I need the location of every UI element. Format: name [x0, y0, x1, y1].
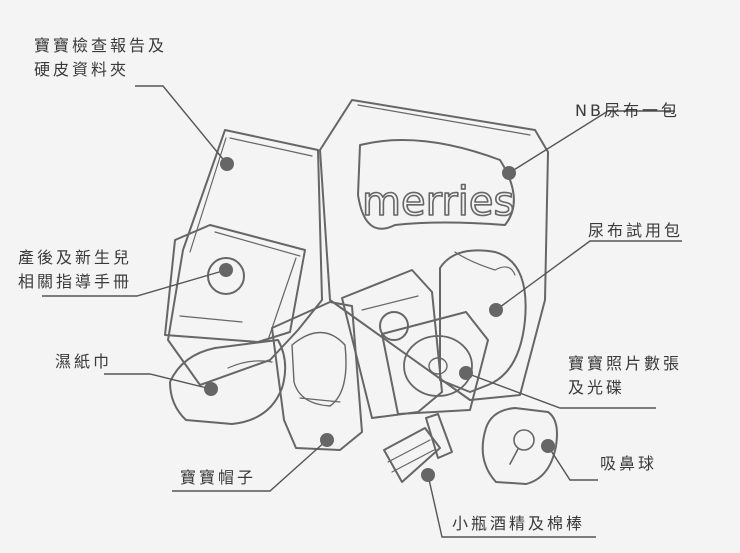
leader-line-baby-hat — [172, 439, 328, 492]
label-guide-handbook: 產後及新生兒 相關指導手冊 — [18, 246, 132, 294]
marker-dot-handbook — [219, 263, 233, 277]
label-guide-handbook-line1: 產後及新生兒 — [18, 248, 133, 267]
leader-line-diaper-sample — [495, 240, 682, 311]
marker-dot-baby-hat — [320, 433, 334, 447]
marker-dot-photos-cd — [459, 366, 473, 380]
label-nasal-aspirator: 吸鼻球 — [600, 454, 658, 473]
label-guide-handbook-line2: 相關指導手冊 — [18, 272, 133, 291]
label-diaper-sample: 尿布試用包 — [588, 221, 684, 240]
marker-dot-alcohol-swabs — [421, 468, 435, 482]
folder-illustration — [167, 129, 323, 386]
label-nb-diapers: NB尿布一包 — [575, 101, 680, 120]
diaper-sample-bag-illustration — [439, 249, 527, 393]
leader-line-nb-diapers — [508, 110, 675, 174]
baby-hat-package-illustration — [271, 301, 363, 451]
nasal-aspirator-illustration — [481, 407, 558, 485]
marker-dot-wet-wipes — [204, 382, 218, 396]
label-baby-hat: 寶寶帽子 — [180, 468, 257, 487]
marker-dot-checkup — [220, 157, 234, 171]
photos-illustration — [341, 269, 443, 419]
leader-line-photos-cd — [465, 372, 656, 409]
label-checkup-report: 寶寶檢查報告及 硬皮資料夾 — [34, 34, 167, 82]
alcohol-swabs-illustration — [383, 413, 453, 483]
leader-line-nasal-aspirator — [547, 445, 598, 481]
leader-line-alcohol-swabs — [427, 474, 596, 538]
label-checkup-report-line1: 寶寶檢查報告及 — [34, 36, 168, 55]
marker-dot-diaper-sample — [489, 303, 503, 317]
label-wet-wipes: 濕紙巾 — [55, 352, 113, 371]
marker-dot-nasal-aspirator — [541, 439, 555, 453]
package-brand-text: merries — [362, 179, 514, 225]
marker-dot-nb-diapers — [502, 166, 516, 180]
label-photos-cd-line2: 及光碟 — [568, 378, 626, 397]
leader-line-wet-wipes — [104, 373, 212, 390]
leader-line-checkup — [135, 85, 228, 165]
wet-wipes-illustration — [169, 339, 287, 425]
leader-line-handbook — [42, 269, 227, 297]
label-photos-cd: 寶寶照片數張 及光碟 — [568, 352, 682, 400]
label-photos-cd-line1: 寶寶照片數張 — [568, 354, 683, 373]
marker-dots — [204, 157, 555, 482]
label-alcohol-swabs: 小瓶酒精及棉棒 — [452, 514, 586, 533]
label-checkup-report-line2: 硬皮資料夾 — [34, 60, 130, 79]
cd-case-illustration — [381, 311, 489, 415]
handbook-illustration — [164, 224, 306, 343]
leader-lines — [42, 85, 682, 538]
nb-diaper-package-illustration: merries — [319, 99, 549, 401]
